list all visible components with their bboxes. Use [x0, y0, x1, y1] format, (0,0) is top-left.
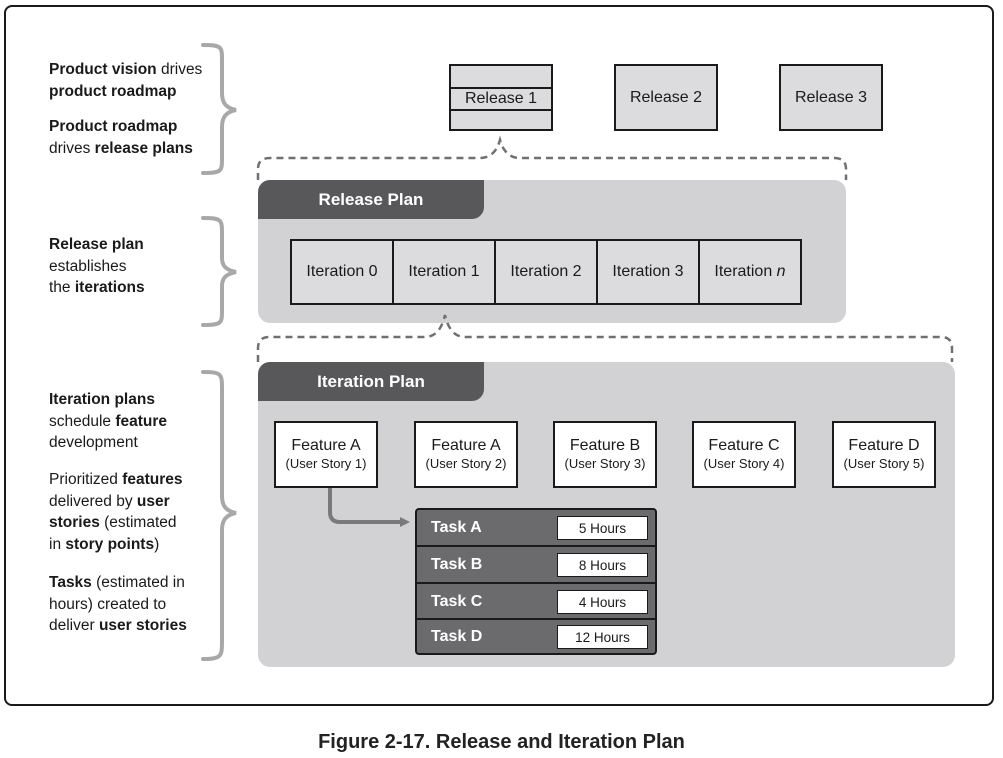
feature-story: (User Story 5) — [843, 455, 925, 471]
task-hours: 8 Hours — [557, 553, 648, 577]
feature-box-4: Feature C (User Story 4) — [692, 421, 796, 488]
task-hours: 5 Hours — [557, 516, 648, 540]
task-row-d: Task D 12 Hours — [417, 619, 655, 655]
iteration-cell-3: Iteration 3 — [598, 241, 700, 303]
feature-box-2: Feature A (User Story 2) — [414, 421, 518, 488]
task-name: Task A — [431, 519, 482, 536]
task-hours: 4 Hours — [557, 590, 648, 614]
iteration-n-var: n — [776, 263, 786, 280]
figure-caption: Figure 2-17. Release and Iteration Plan — [318, 731, 685, 753]
iteration-n-prefix: Iteration — [714, 263, 777, 280]
release-1-divider-bottom — [451, 109, 551, 111]
feature-name: Feature A — [291, 436, 361, 454]
feature-box-1: Feature A (User Story 1) — [274, 421, 378, 488]
iteration-row: Iteration 0 Iteration 1 Iteration 2 Iter… — [290, 239, 802, 305]
iteration-cell-0: Iteration 0 — [292, 241, 394, 303]
feature-story: (User Story 3) — [564, 455, 646, 471]
release-1-divider-top — [451, 87, 551, 89]
task-name: Task D — [431, 628, 483, 645]
release-plan-title: Release Plan — [258, 180, 484, 219]
task-table: Task A 5 Hours Task B 8 Hours Task C 4 H… — [415, 508, 657, 655]
feature-name: Feature C — [708, 436, 780, 454]
note-release-plan: Release plan establishes the iterations — [49, 236, 145, 296]
iteration-plan-title-text: Iteration Plan — [317, 371, 425, 391]
release-box-1: Release 1 — [449, 64, 553, 131]
task-row-c: Task C 4 Hours — [417, 584, 655, 620]
iteration-cell-1: Iteration 1 — [394, 241, 496, 303]
task-row-a: Task A 5 Hours — [417, 510, 655, 546]
feature-box-3: Feature B (User Story 3) — [553, 421, 657, 488]
note-product-roadmap: Product roadmap drives release plans — [49, 118, 193, 157]
task-hours: 12 Hours — [557, 625, 648, 649]
feature-story: (User Story 2) — [425, 455, 507, 471]
release-label: Release 1 — [464, 89, 538, 107]
iteration-plan-title: Iteration Plan — [258, 362, 484, 401]
task-divider — [417, 582, 655, 584]
release-plan-title-text: Release Plan — [318, 189, 424, 209]
feature-box-5: Feature D (User Story 5) — [832, 421, 936, 488]
task-name: Task C — [431, 593, 483, 610]
release-box-3: Release 3 — [779, 64, 883, 131]
release-label: Release 3 — [794, 88, 868, 106]
task-divider — [417, 545, 655, 547]
note-iteration-plans: Iteration plans schedule feature develop… — [49, 391, 168, 451]
feature-name: Feature A — [431, 436, 501, 454]
task-name: Task B — [431, 556, 483, 573]
feature-name: Feature B — [569, 436, 641, 454]
task-divider — [417, 618, 655, 620]
iteration-cell-2: Iteration 2 — [496, 241, 598, 303]
feature-name: Feature D — [848, 436, 920, 454]
note-tasks: Tasks (estimated in hours) created to de… — [49, 574, 187, 634]
release-label: Release 2 — [629, 88, 703, 106]
feature-story: (User Story 4) — [703, 455, 785, 471]
release-box-2: Release 2 — [614, 64, 718, 131]
feature-story: (User Story 1) — [285, 455, 367, 471]
note-product-vision: Product vision drives product roadmap — [49, 61, 203, 100]
iteration-cell-n: Iteration n — [700, 241, 800, 303]
note-prioritized-features: Prioritized features delivered by user s… — [49, 471, 183, 553]
task-row-b: Task B 8 Hours — [417, 547, 655, 583]
